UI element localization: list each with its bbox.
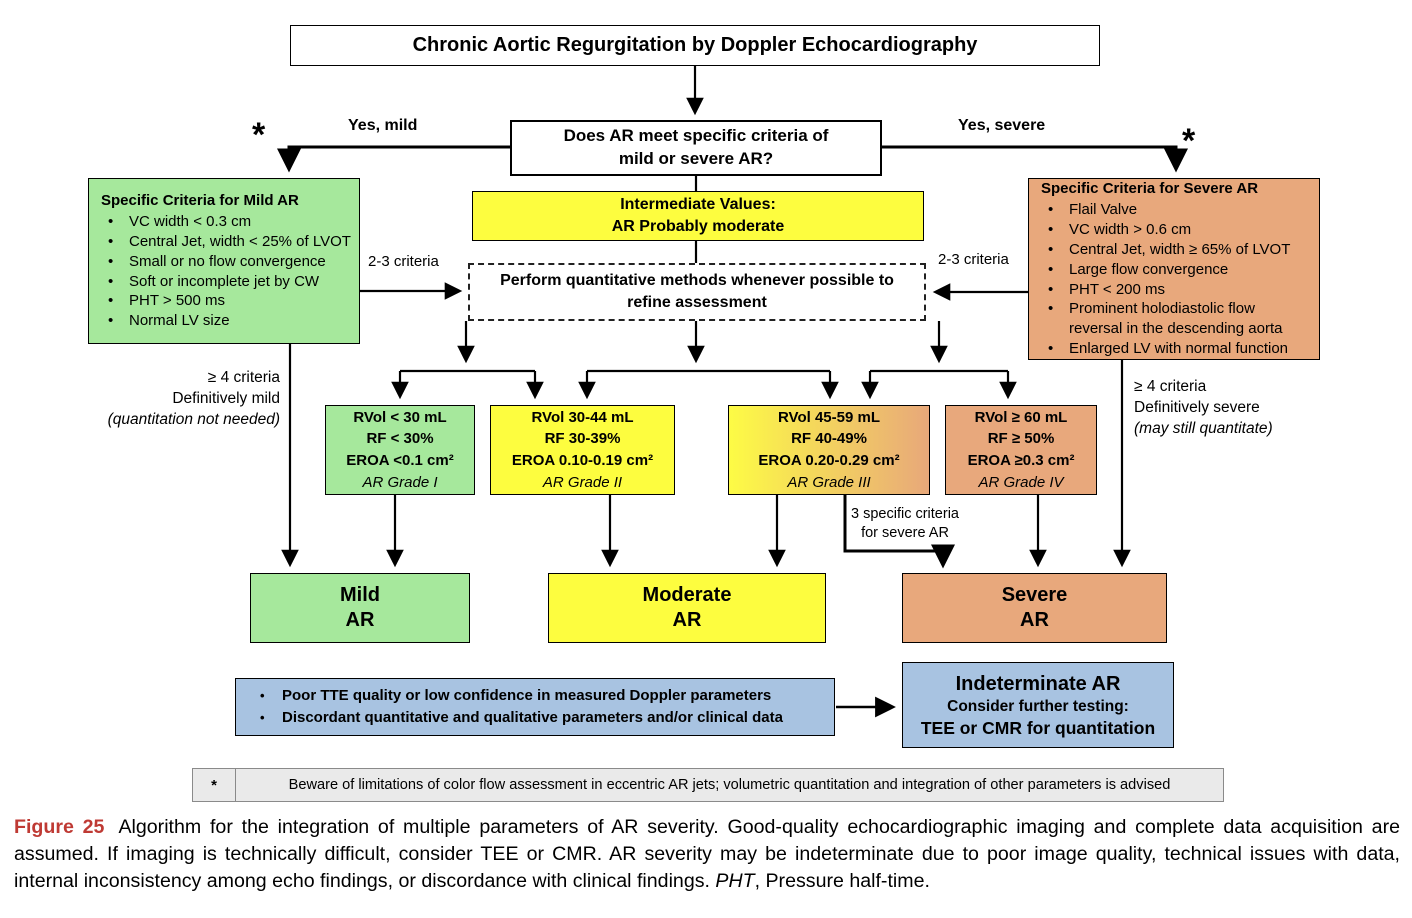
severe-criteria-box: Specific Criteria for Severe AR Flail Va…	[1028, 178, 1320, 360]
grade1-box: RVol < 30 mL RF < 30% EROA <0.1 cm² AR G…	[325, 405, 475, 495]
intermediate-line1: Intermediate Values:	[620, 195, 776, 213]
grade2-rvol: RVol 30-44 mL	[531, 408, 634, 426]
quantitative-methods-box: Perform quantitative methods whenever po…	[468, 263, 926, 321]
indeterminate-triggers-list: Poor TTE quality or low confidence in me…	[246, 685, 783, 729]
mild-ar-line1: Mild	[340, 584, 380, 606]
criteria-2-3-left-label: 2-3 criteria	[368, 253, 439, 270]
arrow-grade3-to-severe-ar	[843, 495, 955, 569]
criteria-2-3-right-label: 2-3 criteria	[938, 251, 1009, 268]
indeterminate-line3: TEE or CMR for quantitation	[920, 717, 1156, 738]
figure-caption-pht-definition: , Pressure half-time.	[754, 869, 930, 892]
intermediate-values-box: Intermediate Values: AR Probably moderat…	[472, 191, 924, 241]
intermediate-line2: AR Probably moderate	[611, 218, 785, 235]
grade3-label: AR Grade III	[787, 473, 871, 491]
asterisk-right: *	[1182, 122, 1196, 160]
list-item: Poor TTE quality or low confidence in me…	[246, 685, 783, 707]
list-item: Prominent holodiastolic flow reversal in…	[1041, 299, 1311, 339]
list-item: Small or no flow convergence	[101, 252, 351, 272]
moderate-ar-line2: AR	[672, 609, 702, 631]
list-item: Central Jet, width < 25% of LVOT	[101, 232, 351, 252]
three-specific-line2: for severe AR	[861, 524, 949, 541]
indeterminate-line2: Consider further testing:	[947, 697, 1129, 715]
grade4-box: RVol ≥ 60 mL RF ≥ 50% EROA ≥0.3 cm² AR G…	[945, 405, 1097, 495]
question-box: Does AR meet specific criteria of mild o…	[510, 120, 882, 176]
grade4-rf: RF ≥ 50%	[987, 430, 1055, 448]
list-item: Discordant quantitative and qualitative …	[246, 707, 783, 729]
list-item: VC width > 0.6 cm	[1041, 220, 1311, 240]
figure-caption-text: Algorithm for the integration of multipl…	[14, 816, 1400, 892]
grade3-rvol: RVol 45-59 mL	[778, 408, 880, 426]
footnote-text: Beware of limitations of color flow asse…	[288, 777, 1171, 793]
question-line2: mild or severe AR?	[618, 149, 774, 168]
mild-criteria-title: Specific Criteria for Mild AR	[101, 192, 299, 210]
figure-caption-label: Figure 25	[14, 816, 105, 838]
yes-severe-label: Yes, severe	[958, 117, 1046, 134]
geq4-mild-line1: ≥ 4 criteria	[207, 369, 280, 386]
three-specific-criteria-note: 3 specific criteria for severe AR	[843, 505, 967, 543]
asterisk-left: *	[252, 116, 266, 154]
question-line1: Does AR meet specific criteria of	[563, 126, 829, 146]
indeterminate-ar-box: Indeterminate AR Consider further testin…	[902, 662, 1174, 748]
footnote-bar: * Beware of limitations of color flow as…	[192, 768, 1224, 802]
grade1-label: AR Grade I	[362, 473, 438, 491]
indeterminate-title: Indeterminate AR	[955, 672, 1121, 695]
list-item: Central Jet, width ≥ 65% of LVOT	[1041, 240, 1311, 260]
severe-ar-box: Severe AR	[902, 573, 1167, 643]
three-specific-line1: 3 specific criteria	[851, 506, 959, 522]
quantitative-line2: refine assessment	[627, 294, 767, 311]
list-item: PHT < 200 ms	[1041, 280, 1311, 300]
indeterminate-triggers-box: Poor TTE quality or low confidence in me…	[235, 678, 835, 736]
list-item: Enlarged LV with normal function	[1041, 339, 1311, 359]
grade3-box: RVol 45-59 mL RF 40-49% EROA 0.20-0.29 c…	[728, 405, 930, 495]
geq4-severe-line1: ≥ 4 criteria	[1134, 378, 1207, 395]
mild-ar-box: Mild AR	[250, 573, 470, 643]
arrow-question-to-severe-criteria	[881, 145, 1188, 173]
geq4-criteria-severe-note: ≥ 4 criteria Definitively severe (may st…	[1134, 377, 1273, 440]
grade1-eroa: EROA <0.1 cm²	[346, 452, 454, 469]
flowchart-connectors	[277, 66, 1188, 718]
grade1-rvol: RVol < 30 mL	[353, 408, 447, 426]
mild-ar-line2: AR	[345, 609, 375, 631]
list-item: Flail Valve	[1041, 200, 1311, 220]
grade4-label: AR Grade IV	[978, 473, 1064, 491]
severe-criteria-title: Specific Criteria for Severe AR	[1041, 180, 1259, 198]
grade1-rf: RF < 30%	[366, 430, 434, 448]
grade3-rf: RF 40-49%	[791, 430, 867, 448]
list-item: PHT > 500 ms	[101, 291, 351, 311]
yes-mild-label: Yes, mild	[348, 117, 418, 134]
grade4-eroa: EROA ≥0.3 cm²	[967, 452, 1075, 469]
mild-criteria-list: VC width < 0.3 cm Central Jet, width < 2…	[101, 212, 351, 331]
geq4-mild-line2: Definitively mild	[172, 389, 280, 407]
mild-criteria-box: Specific Criteria for Mild AR VC width <…	[88, 178, 360, 344]
moderate-ar-box: Moderate AR	[548, 573, 826, 643]
severe-ar-line2: AR	[1020, 609, 1049, 631]
geq4-severe-line2: Definitively severe	[1134, 398, 1260, 416]
geq4-criteria-mild-note: ≥ 4 criteria Definitively mild (quantita…	[58, 368, 280, 431]
geq4-severe-line3: (may still quantitate)	[1134, 419, 1273, 437]
grade2-eroa: EROA 0.10-0.19 cm²	[511, 452, 654, 469]
grade3-eroa: EROA 0.20-0.29 cm²	[758, 452, 900, 469]
list-item: Normal LV size	[101, 311, 351, 331]
figure-caption-pht-abbr: PHT	[715, 869, 755, 892]
list-item: Soft or incomplete jet by CW	[101, 272, 351, 292]
list-item: VC width < 0.3 cm	[101, 212, 351, 232]
severe-ar-line1: Severe	[1001, 584, 1068, 606]
grade2-box: RVol 30-44 mL RF 30-39% EROA 0.10-0.19 c…	[490, 405, 675, 495]
grade2-label: AR Grade II	[542, 473, 623, 491]
quantitative-line1: Perform quantitative methods whenever po…	[500, 272, 894, 290]
diagram-title: Chronic Aortic Regurgitation by Doppler …	[412, 34, 978, 56]
moderate-ar-line1: Moderate	[642, 584, 732, 606]
grade2-rf: RF 30-39%	[544, 430, 621, 448]
arrow-question-to-mild-criteria	[277, 145, 510, 173]
geq4-mild-line3: (quantitation not needed)	[107, 410, 280, 428]
grade4-rvol: RVol ≥ 60 mL	[974, 408, 1068, 426]
severe-criteria-list: Flail Valve VC width > 0.6 cm Central Je…	[1041, 200, 1311, 358]
diagram-title-box: Chronic Aortic Regurgitation by Doppler …	[290, 25, 1100, 66]
footnote-asterisk: *	[193, 769, 236, 801]
list-item: Large flow convergence	[1041, 260, 1311, 280]
